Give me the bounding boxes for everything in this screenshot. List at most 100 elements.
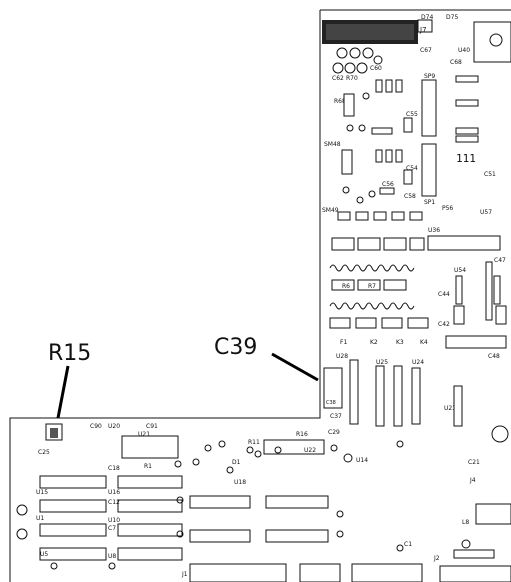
ic-u19 — [475, 503, 511, 525]
label-u28: U28 — [336, 353, 348, 360]
label-c54: C54 — [406, 165, 418, 172]
label-u20: U20 — [108, 423, 120, 430]
component-r15-body — [50, 428, 58, 438]
label-r7: R7 — [368, 283, 376, 290]
label-c58: C58 — [404, 193, 416, 200]
label-l8: L8 — [462, 519, 469, 526]
label-c1: C1 — [404, 541, 412, 548]
label-j7: J7 — [419, 26, 427, 34]
left-edge-holes — [16, 504, 471, 549]
label-111: 111 — [456, 152, 476, 165]
ic-u36 — [427, 235, 501, 251]
label-c12: C12 — [108, 499, 120, 506]
label-j4: J4 — [469, 477, 476, 484]
right-resistors — [455, 75, 479, 143]
label-u25: U25 — [376, 359, 388, 366]
left-ic-rows — [39, 439, 329, 561]
mid-cluster-vias — [342, 92, 376, 204]
ic-sp1 — [421, 143, 437, 197]
ic-sp9 — [421, 79, 437, 137]
label-c47: C47 — [494, 257, 506, 264]
mount-hole — [489, 33, 503, 47]
label-j2: J2 — [433, 555, 440, 562]
label-sm48: SM48 — [324, 141, 341, 148]
center-vertical-ics — [349, 359, 421, 427]
resistor-row-2 — [329, 279, 429, 329]
label-r70: R70 — [346, 75, 358, 82]
label-c60: C60 — [370, 65, 382, 72]
connector-j2 — [453, 549, 495, 559]
label-sp9: SP9 — [424, 73, 435, 80]
label-u16: U16 — [108, 489, 120, 496]
label-c55: C55 — [406, 111, 418, 118]
label-u23: U23 — [444, 405, 456, 412]
via-cluster-top — [332, 47, 383, 74]
label-c62: C62 — [332, 75, 344, 82]
label-r16: R16 — [296, 431, 308, 438]
label-c44: C44 — [438, 291, 450, 298]
label-u57: U57 — [480, 209, 492, 216]
callout-r15: R15 — [48, 341, 91, 366]
label-d74: D74 — [421, 14, 433, 21]
connector-j7 — [417, 19, 433, 33]
label-c90: C90 — [90, 423, 102, 430]
label-c42: C42 — [438, 321, 450, 328]
label-u15: U15 — [36, 489, 48, 496]
ic-u60 — [439, 565, 511, 582]
label-u54: U54 — [454, 267, 466, 274]
connector-j1 — [189, 563, 287, 582]
board-outline — [9, 9, 511, 582]
label-sm49: SM49 — [322, 207, 339, 214]
label-u10: U10 — [108, 517, 120, 524]
label-c67: C67 — [420, 47, 432, 54]
callout-line-c39 — [271, 352, 319, 382]
label-c29: C29 — [328, 429, 340, 436]
label-c51: C51 — [484, 171, 496, 178]
ic-u21 — [121, 435, 179, 459]
label-u5: U5 — [40, 551, 48, 558]
mount-hole-right — [491, 425, 509, 443]
label-r68: R68 — [334, 98, 346, 105]
label-u24: U24 — [412, 359, 424, 366]
top-header-block-inner — [326, 24, 414, 40]
ic-u9 — [351, 563, 423, 582]
ic-u23 — [453, 385, 463, 427]
label-c48: C48 — [488, 353, 500, 360]
label-c37: C37 — [330, 413, 342, 420]
label-c21: C21 — [468, 459, 480, 466]
misc-small-parts — [50, 440, 404, 570]
label-c38: C38 — [326, 400, 336, 406]
label-j1: J1 — [181, 571, 188, 578]
label-d1: D1 — [232, 459, 241, 466]
callout-line-r15 — [56, 365, 70, 419]
resistor-row-1 — [331, 237, 425, 251]
label-r1: R1 — [144, 463, 152, 470]
label-u8: U8 — [108, 553, 116, 560]
callout-c39: C39 — [214, 335, 257, 360]
label-c18: C18 — [108, 465, 120, 472]
label-u14: U14 — [356, 457, 368, 464]
label-k3: K3 — [396, 339, 404, 346]
wavy-row-1 — [329, 264, 415, 310]
label-c25: C25 — [38, 449, 50, 456]
label-r11: R11 — [248, 439, 260, 446]
label-k2: K2 — [370, 339, 378, 346]
label-u22: U22 — [304, 447, 316, 454]
connector-j3 — [445, 335, 507, 349]
label-c91: C91 — [146, 423, 158, 430]
label-sp1: SP1 — [424, 199, 435, 206]
mid-cluster-parts — [337, 79, 423, 221]
label-u1: U1 — [36, 515, 44, 522]
right-vertical-parts — [453, 261, 507, 325]
label-u18: U18 — [234, 479, 246, 486]
ic-u3 — [299, 563, 341, 582]
label-c7: C7 — [108, 525, 116, 532]
label-f1: F1 — [340, 339, 347, 346]
label-u40: U40 — [458, 47, 470, 54]
label-c56: C56 — [382, 181, 394, 188]
label-u21: U21 — [138, 431, 150, 438]
label-p56: P56 — [442, 205, 453, 212]
label-k4: K4 — [420, 339, 428, 346]
label-r6: R6 — [342, 283, 350, 290]
